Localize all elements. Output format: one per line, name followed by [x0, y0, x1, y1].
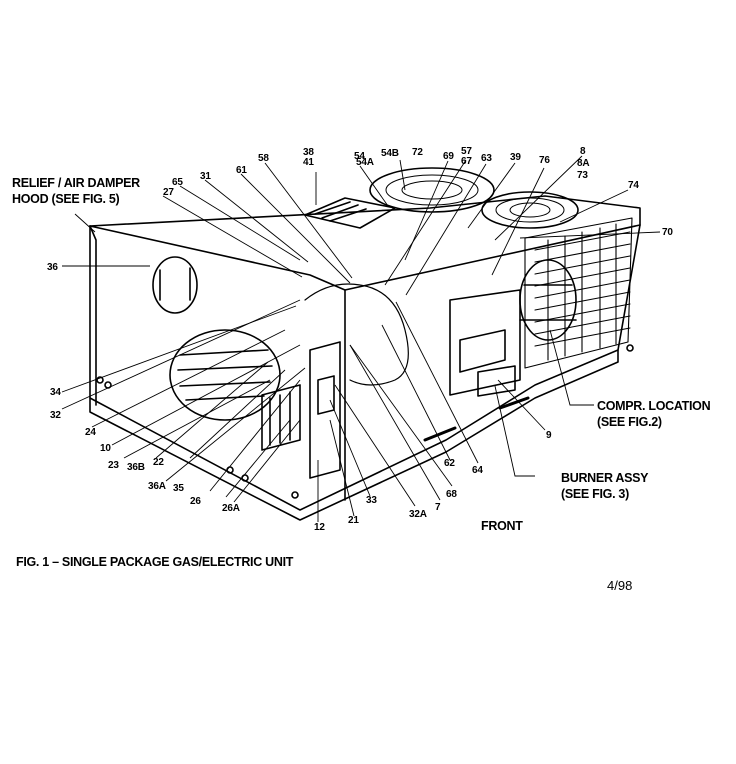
part-8: 8 [580, 146, 586, 157]
part-54: 54 [354, 151, 365, 162]
wire-harness [304, 283, 409, 386]
part-21: 21 [348, 515, 359, 526]
compressor-line1: COMPR. LOCATION [597, 399, 711, 413]
figure-caption: FIG. 1 – SINGLE PACKAGE GAS/ELECTRIC UNI… [16, 555, 294, 569]
part-9: 9 [546, 430, 552, 441]
burner-callout: BURNER ASSY (SEE FIG. 3) [561, 470, 649, 502]
relief-hood-line2: HOOD (SEE FIG. 5) [12, 192, 120, 206]
part-38: 38 [303, 147, 314, 158]
compressor-line2: (SEE FIG.2) [597, 415, 662, 429]
part-64: 64 [472, 465, 483, 476]
part-68: 68 [446, 489, 457, 500]
part-63: 63 [481, 153, 492, 164]
part-26: 26 [190, 496, 201, 507]
leader-lines [61, 155, 661, 522]
part-12: 12 [314, 522, 325, 533]
part-36A: 36A [148, 481, 166, 492]
part-35: 35 [173, 483, 184, 494]
part-7: 7 [435, 502, 441, 513]
burner-line2: (SEE FIG. 3) [561, 487, 629, 501]
part-33: 33 [366, 495, 377, 506]
part-69: 69 [443, 151, 454, 162]
part-57: 57 [461, 146, 472, 157]
part-65: 65 [172, 177, 183, 188]
part-36: 36 [47, 262, 58, 273]
front-label: FRONT [481, 519, 523, 533]
part-70: 70 [662, 227, 673, 238]
left-corner-post [89, 225, 97, 406]
part-32A: 32A [409, 509, 427, 520]
blower-motor [152, 256, 198, 314]
part-67: 67 [461, 156, 472, 167]
cabinet-base [89, 349, 619, 521]
condenser-coil [524, 217, 633, 369]
relief-hood-callout: RELIEF / AIR DAMPER HOOD (SEE FIG. 5) [12, 175, 140, 207]
burner-line1: BURNER ASSY [561, 471, 649, 485]
part-23: 23 [108, 460, 119, 471]
figure-date: 4/98 [607, 578, 633, 593]
part-31: 31 [200, 171, 211, 182]
part-62: 62 [444, 458, 455, 469]
part-39: 39 [510, 152, 521, 163]
part-26A: 26A [222, 503, 240, 514]
part-22: 22 [153, 457, 164, 468]
part-76: 76 [539, 155, 550, 166]
part-74: 74 [628, 180, 639, 191]
control-panel [309, 341, 341, 479]
fan-grille-front [481, 191, 579, 229]
cabinet-top-edge [89, 224, 641, 291]
part-27: 27 [163, 187, 174, 198]
part-73: 73 [577, 170, 588, 181]
burner-box [477, 365, 516, 397]
blower-wheel [169, 329, 281, 421]
part-8A: 8A [577, 158, 590, 169]
filter-rack [261, 384, 301, 451]
relief-hood-line1: RELIEF / AIR DAMPER [12, 176, 140, 190]
part-58: 58 [258, 153, 269, 164]
part-24: 24 [85, 427, 96, 438]
part-61: 61 [236, 165, 247, 176]
part-10: 10 [100, 443, 111, 454]
part-54B: 54B [381, 148, 399, 159]
part-41: 41 [303, 157, 314, 168]
heat-exchanger [449, 289, 521, 396]
part-34: 34 [50, 387, 61, 398]
control-box-hood [304, 197, 396, 229]
part-72: 72 [412, 147, 423, 158]
part-54A: 54A [356, 157, 374, 168]
part-32: 32 [50, 410, 61, 421]
compressor-callout: COMPR. LOCATION (SEE FIG.2) [597, 398, 711, 430]
part-36B: 36B [127, 462, 145, 473]
